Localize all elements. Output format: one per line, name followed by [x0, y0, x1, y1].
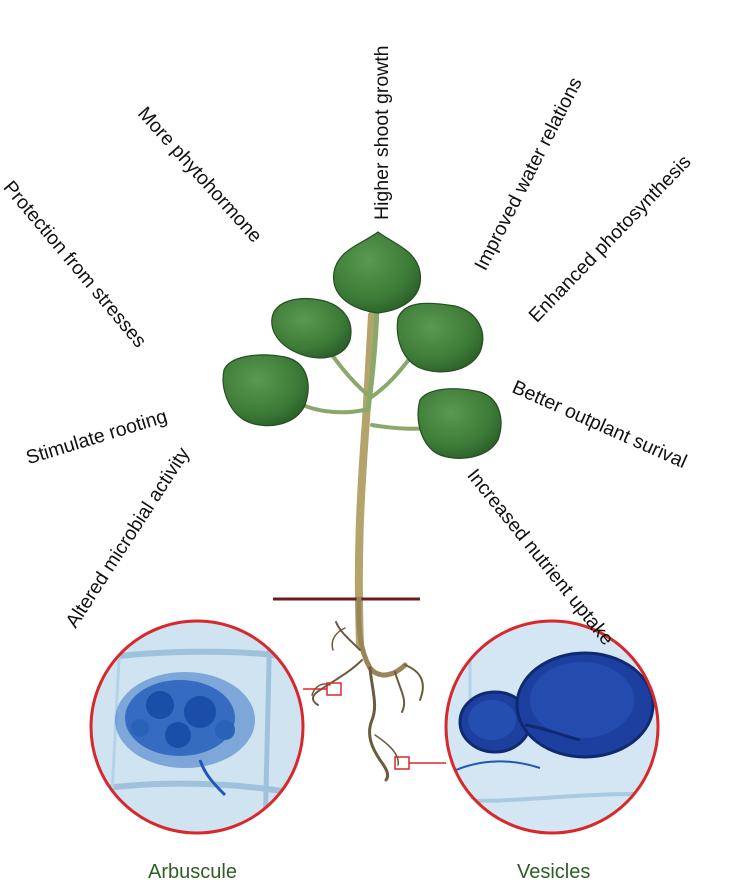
- leaf-right: [418, 389, 501, 459]
- caption-vesicles: Vesicles: [517, 862, 590, 882]
- label-higher-shoot-growth: Higher shoot growth: [373, 45, 393, 220]
- leaf-top: [334, 232, 421, 313]
- leaf-upper-right: [397, 303, 482, 372]
- caption-arbuscule: Arbuscule: [148, 862, 237, 882]
- leaf-upper-left: [272, 299, 351, 358]
- plant-roots: [312, 599, 423, 780]
- leaf-left: [223, 355, 308, 426]
